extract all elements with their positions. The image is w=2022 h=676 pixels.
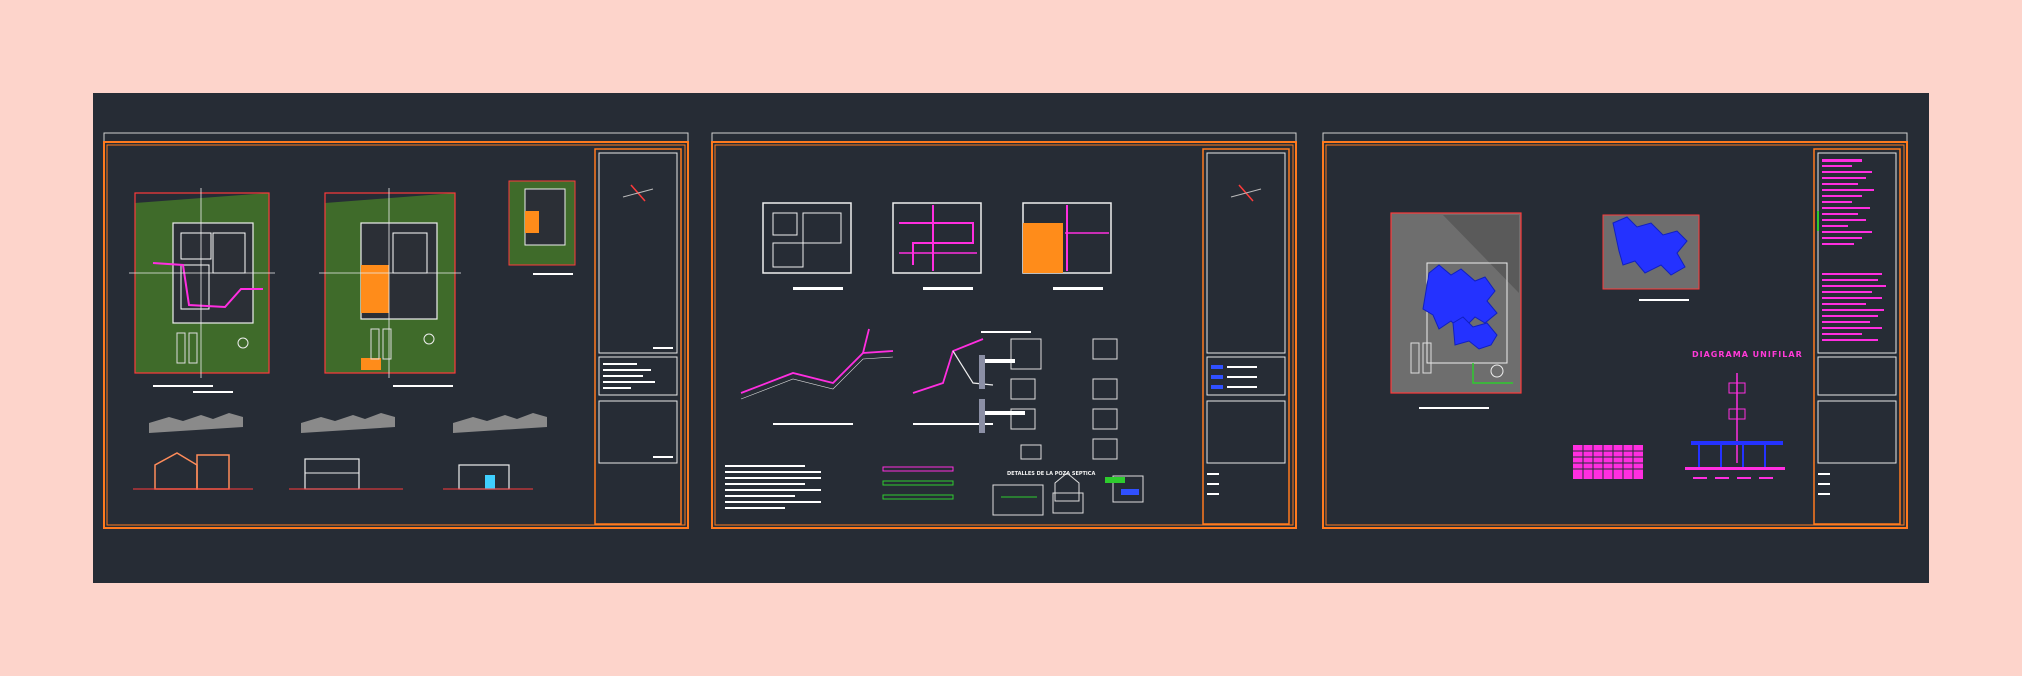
isometric-diagrams xyxy=(740,328,994,425)
sheet-outer-border xyxy=(1322,132,1908,143)
title-block xyxy=(1813,148,1901,525)
floor-plan-3 xyxy=(508,180,576,275)
load-table xyxy=(1573,445,1643,479)
single-line-diagram-title: DIAGRAMA UNIFILAR xyxy=(1692,350,1803,359)
elevations xyxy=(133,413,547,490)
septic-detail-title: DETALLES DE LA POZA SEPTICA xyxy=(1007,471,1096,477)
sheet-frame xyxy=(711,141,1297,529)
title-block xyxy=(1202,148,1290,525)
sheet-outer-border xyxy=(103,132,689,143)
electrical-floor-plan xyxy=(1602,214,1700,301)
pipe-sections xyxy=(882,331,1031,500)
plumbing-plan-3 xyxy=(1022,202,1112,290)
single-line-diagram xyxy=(1685,373,1785,479)
sheet-sanitary xyxy=(711,132,1297,529)
sheet-architecture xyxy=(103,132,689,529)
electrical-site-plan xyxy=(1390,212,1522,409)
septic-tank-detail xyxy=(992,484,1084,516)
sheet-frame xyxy=(1322,141,1908,529)
sheet-frame xyxy=(103,141,689,529)
cad-drawing xyxy=(103,132,1908,529)
plumbing-details xyxy=(1010,338,1144,503)
floor-plan-1 xyxy=(129,188,275,393)
floor-plan-2 xyxy=(319,188,461,387)
plumbing-plan-1 xyxy=(762,202,852,290)
general-notes xyxy=(725,465,821,509)
sheet-electrical xyxy=(1322,132,1908,529)
title-block xyxy=(594,148,682,525)
plumbing-plan-2 xyxy=(892,202,982,290)
sheet-outer-border xyxy=(711,132,1297,143)
cad-model-space: DETALLES DE LA POZA SEPTICA DIAGRAMA UNI… xyxy=(93,93,1929,583)
